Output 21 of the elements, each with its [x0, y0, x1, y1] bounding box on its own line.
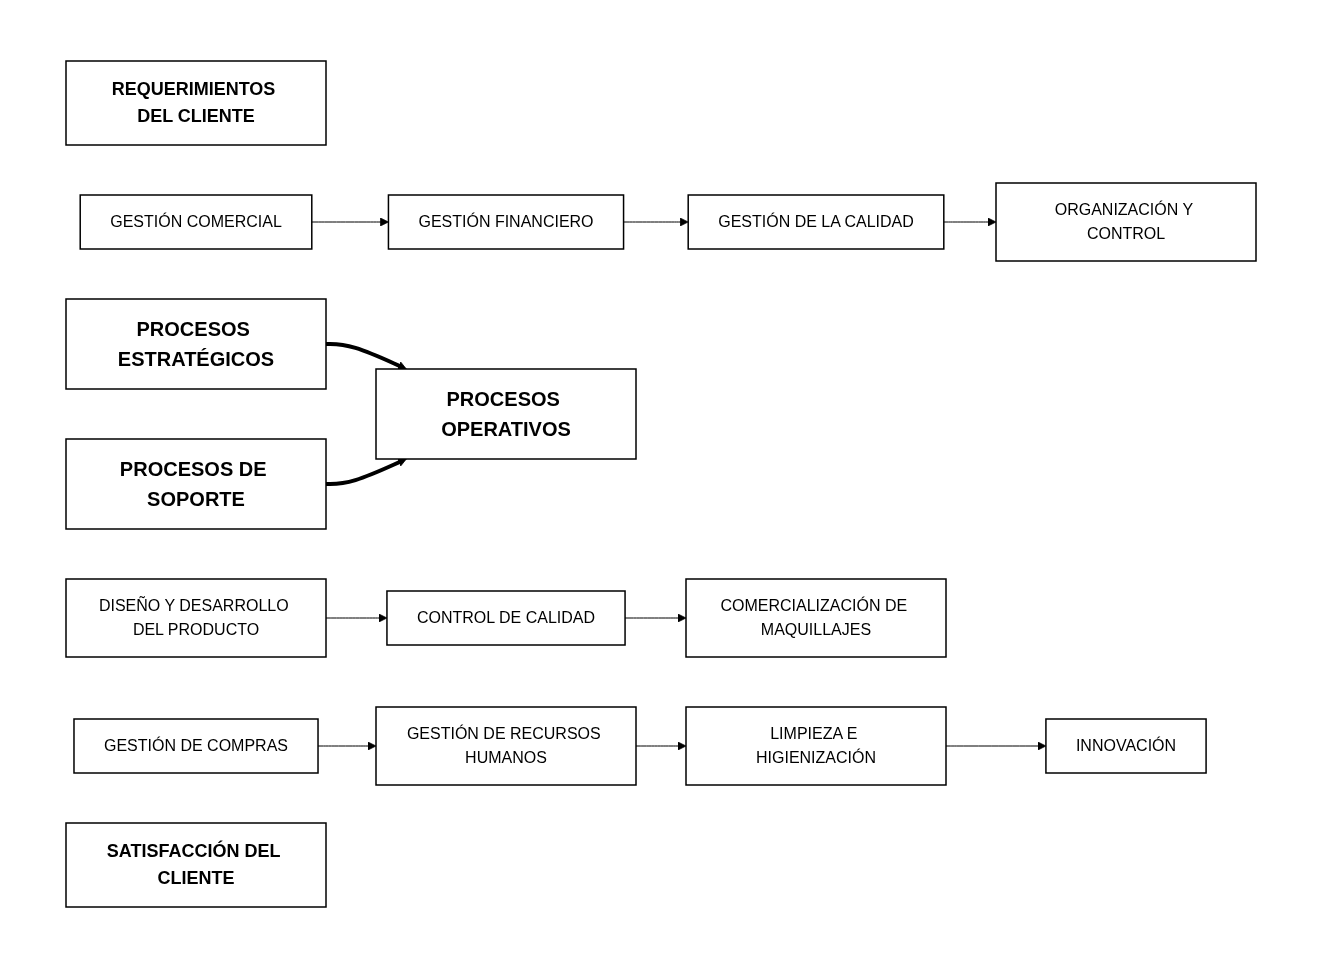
node-box: DISEÑO Y DESARROLLO DEL PRODUCTO: [65, 578, 327, 658]
node-box: PROCESOS DE SOPORTE: [65, 438, 327, 530]
node-box: GESTIÓN COMERCIAL: [79, 194, 313, 250]
node-box: GESTIÓN DE RECURSOS HUMANOS: [375, 706, 637, 786]
node-box: PROCESOS OPERATIVOS: [375, 368, 637, 460]
node-box: CONTROL DE CALIDAD: [386, 590, 626, 646]
arrow: [326, 458, 407, 486]
node-box: GESTIÓN FINANCIERO: [387, 194, 625, 250]
node-box: INNOVACIÓN: [1045, 718, 1207, 774]
node-box: GESTIÓN DE LA CALIDAD: [687, 194, 945, 250]
node-box: GESTIÓN DE COMPRAS: [73, 718, 319, 774]
node-box: PROCESOS ESTRATÉGICOS: [65, 298, 327, 390]
node-box: ORGANIZACIÓN Y CONTROL: [995, 182, 1257, 262]
node-box: COMERCIALIZACIÓN DE MAQUILLAJES: [685, 578, 947, 658]
arrow: [943, 217, 997, 227]
arrow: [326, 342, 407, 370]
arrow: [311, 217, 389, 227]
node-box: LIMPIEZA E HIGIENIZACIÓN: [685, 706, 947, 786]
node-box: REQUERIMIENTOS DEL CLIENTE: [65, 60, 327, 146]
arrow: [623, 217, 689, 227]
node-box: SATISFACCIÓN DEL CLIENTE: [65, 822, 327, 908]
